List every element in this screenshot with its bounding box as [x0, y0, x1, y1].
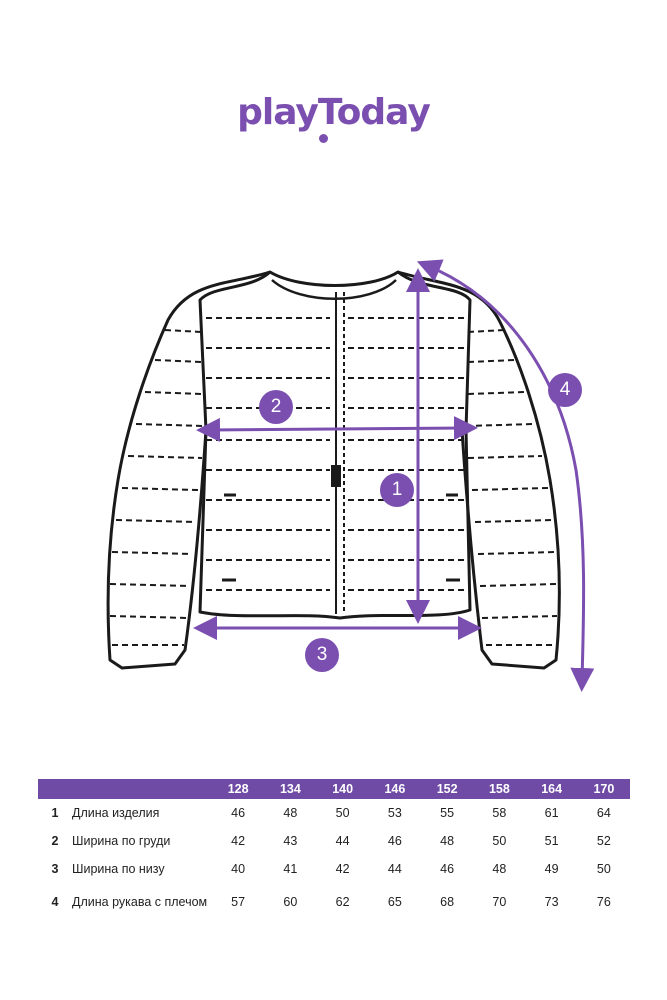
row-index: 1 — [51, 806, 59, 820]
table-row: 2 Ширина по груди 42 43 44 46 48 50 51 5… — [38, 827, 630, 855]
brand-logo: playToday — [237, 92, 431, 133]
table-cell: 44 — [387, 862, 402, 876]
table-cell: 50 — [492, 834, 507, 848]
table-cell: 43 — [283, 834, 298, 848]
table-cell: 70 — [492, 895, 507, 909]
table-cell: 51 — [544, 834, 559, 848]
row-label: Длина изделия — [72, 806, 160, 820]
table-cell: 44 — [335, 834, 350, 848]
size-table: 128 134 140 146 152 158 164 170 1 Длина … — [38, 779, 630, 921]
measure-badge-1: 1 — [380, 473, 414, 507]
table-cell: 76 — [596, 895, 611, 909]
table-cell: 40 — [231, 862, 246, 876]
brand-logo-dot — [319, 134, 328, 143]
row-label: Длина рукава с плечом — [72, 895, 208, 909]
table-cell: 49 — [544, 862, 559, 876]
table-cell: 61 — [544, 806, 559, 820]
row-label: Ширина по низу — [72, 862, 165, 876]
measure-badge-2: 2 — [259, 390, 293, 424]
table-cell: 46 — [387, 834, 402, 848]
table-cell: 50 — [335, 806, 350, 820]
table-cell: 53 — [387, 806, 402, 820]
table-row: 4 Длина рукава с плечом 57 60 62 65 68 7… — [38, 883, 630, 921]
table-cell: 65 — [387, 895, 402, 909]
table-cell: 42 — [335, 862, 350, 876]
row-label: Ширина по груди — [72, 834, 171, 848]
measure-badge-4: 4 — [548, 373, 582, 407]
size-header: 140 — [316, 779, 369, 799]
table-cell: 58 — [492, 806, 507, 820]
measure-badge-3: 3 — [305, 638, 339, 672]
table-row: 1 Длина изделия 46 48 50 53 55 58 61 64 — [38, 799, 630, 827]
row-index: 4 — [51, 895, 59, 909]
size-header: 146 — [368, 779, 421, 799]
table-cell: 68 — [440, 895, 455, 909]
table-cell: 52 — [596, 834, 611, 848]
table-cell: 48 — [283, 806, 298, 820]
size-header: 170 — [577, 779, 630, 799]
table-cell: 41 — [283, 862, 298, 876]
table-cell: 64 — [596, 806, 611, 820]
table-cell: 55 — [440, 806, 455, 820]
size-header: 164 — [525, 779, 578, 799]
table-cell: 46 — [231, 806, 246, 820]
table-cell: 73 — [544, 895, 559, 909]
row-index: 2 — [51, 834, 59, 848]
header-spacer — [38, 779, 212, 799]
size-header-row: 128 134 140 146 152 158 164 170 — [38, 779, 630, 799]
table-cell: 50 — [596, 862, 611, 876]
table-cell: 60 — [283, 895, 298, 909]
table-cell: 57 — [231, 895, 246, 909]
sleeve-length-arrow — [416, 259, 595, 692]
size-header: 134 — [264, 779, 317, 799]
row-index: 3 — [51, 862, 59, 876]
chest-width-arrow — [196, 416, 478, 442]
size-header: 128 — [212, 779, 265, 799]
table-cell: 62 — [335, 895, 350, 909]
table-cell: 48 — [440, 834, 455, 848]
table-cell: 42 — [231, 834, 246, 848]
size-header: 158 — [473, 779, 526, 799]
table-cell: 46 — [440, 862, 455, 876]
size-header: 152 — [421, 779, 474, 799]
measurement-arrows — [193, 259, 595, 692]
table-cell: 48 — [492, 862, 507, 876]
table-row: 3 Ширина по низу 40 41 42 44 46 48 49 50 — [38, 855, 630, 883]
